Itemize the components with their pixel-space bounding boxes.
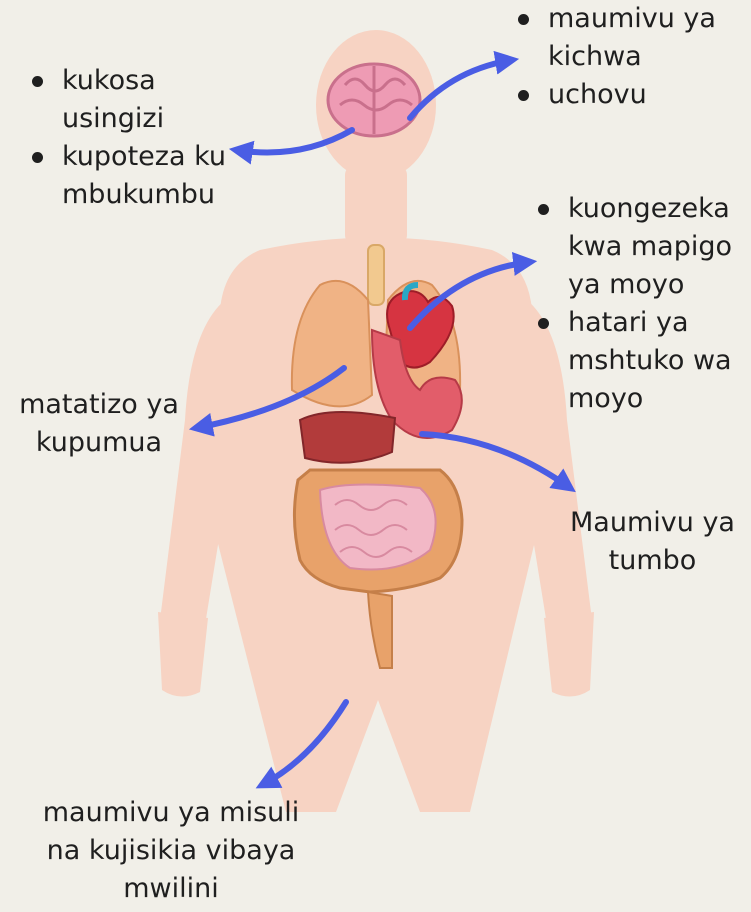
symptom-headache: maumivu ya kichwa <box>512 0 742 76</box>
symptom-insomnia: kukosa usingizi <box>26 62 236 138</box>
symptom-heart-attack-risk: hatari ya mshtuko wa moyo <box>532 304 750 418</box>
symptom-fatigue: uchovu <box>512 76 742 114</box>
brain <box>328 64 420 136</box>
label-heart: kuongezeka kwa mapigo ya moyo hatari ya … <box>532 190 750 418</box>
label-muscles: maumivu ya misuli na kujisikia vibaya mw… <box>26 794 316 908</box>
label-stomach: Maumivu ya tumbo <box>570 504 735 580</box>
left-arm <box>160 300 235 625</box>
right-hand <box>544 612 594 697</box>
left-hand <box>158 612 208 697</box>
neck <box>345 165 407 245</box>
liver <box>300 412 395 463</box>
symptom-heart-rate: kuongezeka kwa mapigo ya moyo <box>532 190 750 304</box>
label-lungs: matatizo ya kupumua <box>4 386 194 462</box>
label-head-left: kukosa usingizi kupoteza kumbukumbu <box>26 62 236 214</box>
symptom-memory-loss: kupoteza kumbukumbu <box>26 138 236 214</box>
trachea <box>368 245 384 305</box>
label-head-right: maumivu ya kichwa uchovu <box>512 0 742 114</box>
